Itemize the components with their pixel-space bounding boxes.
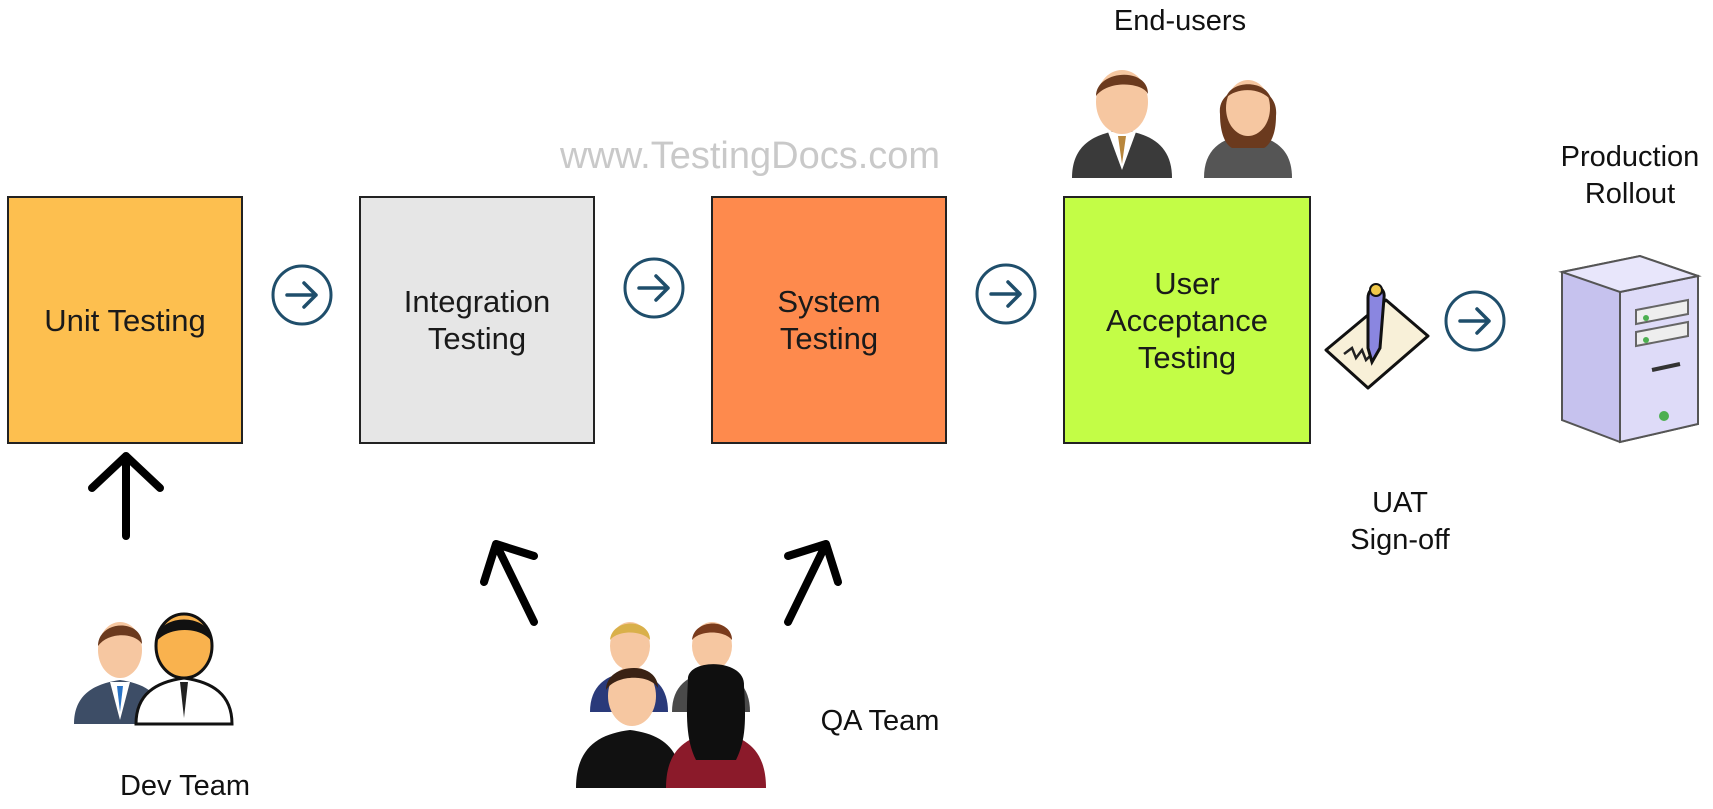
watermark: www.TestingDocs.com <box>559 135 941 177</box>
stage-user-acceptance-testing: User Acceptance Testing <box>1063 196 1311 444</box>
people-icon <box>74 612 234 726</box>
circle-arrow-right-icon <box>271 264 333 326</box>
stage-system-testing: System Testing <box>711 196 947 444</box>
circle-arrow-right-icon <box>975 263 1037 325</box>
dev-team-label: Dev Team <box>119 770 251 802</box>
arrow-up-icon <box>88 452 164 540</box>
people-icon <box>1072 70 1292 178</box>
server-icon <box>1558 254 1702 444</box>
end-users-label: End-users <box>1113 5 1247 37</box>
stage-integration-testing: Integration Testing <box>359 196 595 444</box>
people-icon <box>576 622 766 788</box>
circle-arrow-right-icon <box>1444 290 1506 352</box>
qa-team-label: QA Team <box>820 705 940 737</box>
signed-document-icon <box>1324 283 1430 390</box>
stage-unit-testing: Unit Testing <box>7 196 243 444</box>
uat-signoff-label: UAT Sign-off <box>1350 487 1450 556</box>
arrow-up-icon <box>480 540 538 626</box>
arrow-up-icon <box>784 540 842 626</box>
circle-arrow-right-icon <box>623 257 685 319</box>
production-rollout-label: Production Rollout <box>1560 141 1700 210</box>
